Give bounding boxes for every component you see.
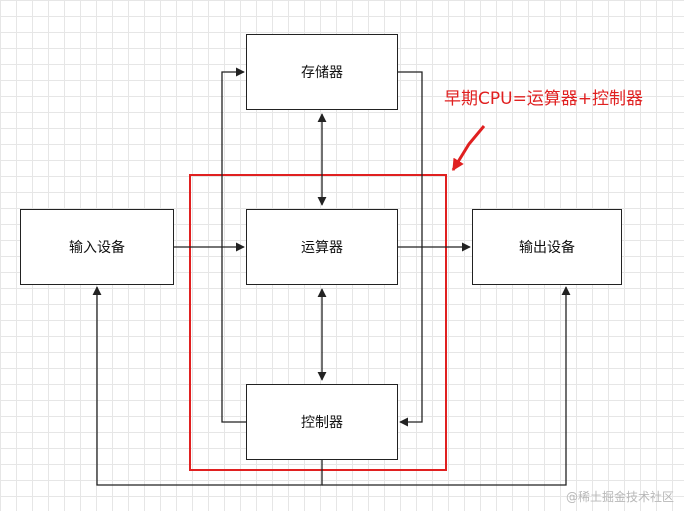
control-label: 控制器 — [301, 415, 343, 431]
arrow-control-output — [322, 286, 571, 486]
alu-box: 运算器 — [246, 209, 398, 285]
control-box: 控制器 — [246, 384, 398, 460]
memory-label: 存储器 — [301, 65, 343, 81]
arrow-memory-control — [398, 71, 423, 427]
output-device-box: 输出设备 — [472, 209, 622, 285]
cpu-annotation: 早期CPU=运算器+控制器 — [444, 89, 644, 109]
memory-box: 存储器 — [246, 34, 398, 110]
annotation-arrow — [451, 125, 486, 172]
input-device-label: 输入设备 — [69, 240, 125, 256]
input-device-box: 输入设备 — [20, 209, 174, 285]
arrow-control-input — [92, 286, 323, 486]
watermark: @稀土掘金技术社区 — [565, 490, 674, 504]
arrow-control-memory — [221, 67, 246, 423]
output-device-label: 输出设备 — [519, 240, 575, 256]
alu-label: 运算器 — [301, 240, 343, 256]
